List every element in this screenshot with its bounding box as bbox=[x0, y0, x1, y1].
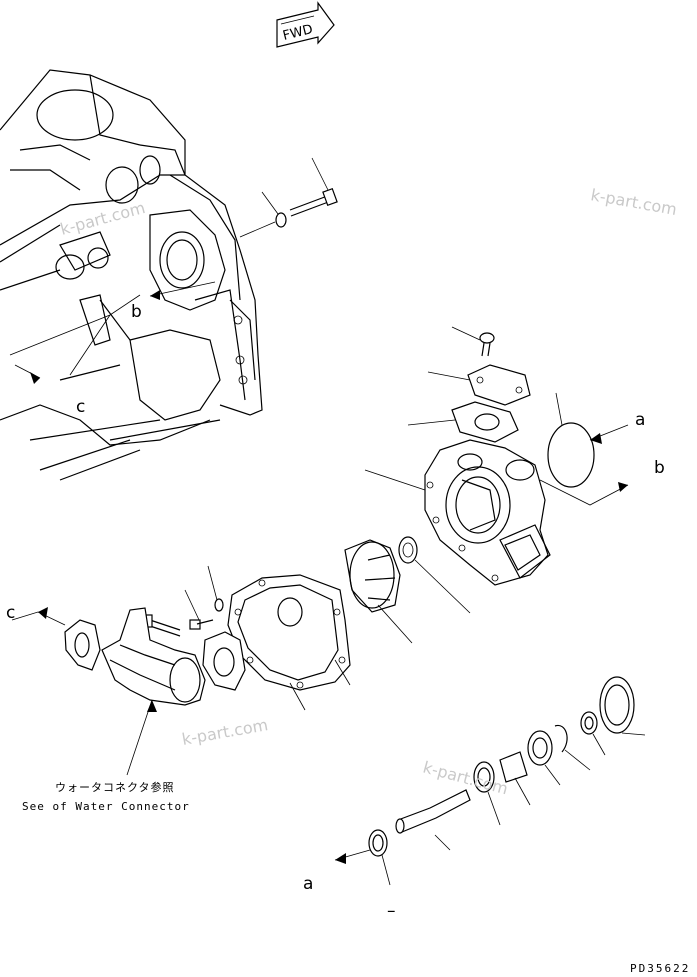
note-english: See of Water Connector bbox=[22, 800, 190, 813]
water-pump-body bbox=[364, 439, 629, 586]
pump-back-plate bbox=[202, 574, 351, 711]
watermark: k-part.com bbox=[589, 185, 678, 219]
engine-block bbox=[0, 69, 263, 481]
shaft-assembly bbox=[334, 676, 646, 886]
fwd-text: FWD bbox=[281, 22, 314, 44]
label-c-left-upper: c bbox=[76, 397, 85, 417]
label-a-right: a bbox=[635, 410, 645, 430]
label-b-right: b bbox=[654, 458, 665, 478]
engine-leader-lines bbox=[9, 281, 216, 384]
note-leader: ウォータコネクタ参照 See of Water Connector bbox=[22, 699, 190, 813]
watermark: k-part.com bbox=[180, 715, 269, 749]
water-connector-elbow bbox=[11, 607, 206, 706]
small-bolts-left bbox=[142, 565, 224, 637]
part-code: PD35622 bbox=[630, 962, 690, 975]
note-japanese: ウォータコネクタ参照 bbox=[55, 780, 175, 794]
watermark: k-part.com bbox=[58, 198, 147, 239]
bolt-and-washer-top bbox=[239, 157, 338, 238]
fwd-direction-marker: FWD bbox=[276, 1, 335, 48]
dash-mark: – bbox=[387, 901, 396, 921]
label-a-bottom: a bbox=[303, 874, 313, 894]
label-c-left-lower: c bbox=[6, 603, 15, 623]
seal-and-impeller bbox=[344, 536, 471, 644]
pump-cover-parts bbox=[407, 326, 629, 488]
label-b-left: b bbox=[131, 302, 142, 322]
